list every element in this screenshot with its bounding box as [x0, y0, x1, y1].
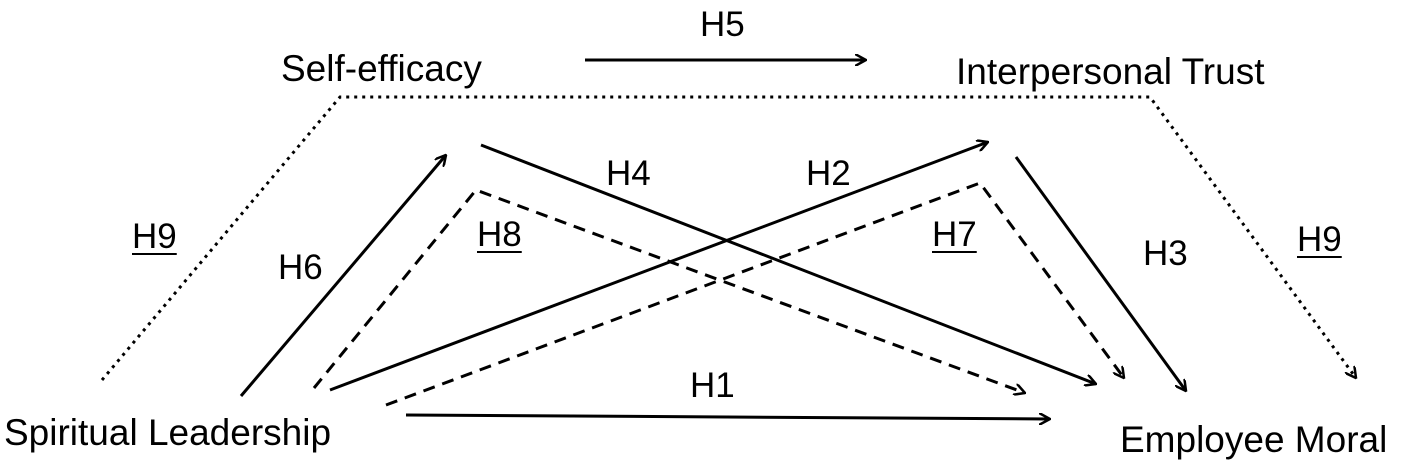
- arrow-h1-leadership-to-moral: [405, 415, 1050, 419]
- node-employee-moral: Employee Moral: [1120, 419, 1388, 460]
- node-interpersonal-trust: Interpersonal Trust: [956, 51, 1265, 92]
- label-h9-right: H9: [1297, 220, 1342, 259]
- arrow-h7-mediation-via-trust: [385, 181, 1124, 407]
- arrow-h8-mediation-via-self-efficacy: [312, 188, 1025, 393]
- arrow-h3-trust-to-moral: [1014, 156, 1186, 391]
- label-h7: H7: [932, 215, 977, 254]
- label-h4: H4: [606, 154, 651, 193]
- node-spiritual-leadership: Spiritual Leadership: [4, 412, 332, 453]
- arrow-h9-chain-mediation-path: [100, 95, 1356, 381]
- arrow-h2-leadership-to-trust: [329, 142, 988, 392]
- label-h1: H1: [690, 366, 735, 405]
- label-h2: H2: [806, 154, 851, 193]
- label-h8: H8: [477, 215, 522, 254]
- arrow-h6-leadership-to-self-efficacy: [239, 155, 446, 397]
- arrow-h4-self-efficacy-to-moral: [480, 143, 1096, 384]
- label-h3: H3: [1143, 234, 1188, 273]
- label-h9-left: H9: [132, 217, 177, 256]
- label-h6: H6: [278, 248, 323, 287]
- label-h5: H5: [700, 5, 745, 44]
- node-self-efficacy: Self-efficacy: [281, 48, 482, 89]
